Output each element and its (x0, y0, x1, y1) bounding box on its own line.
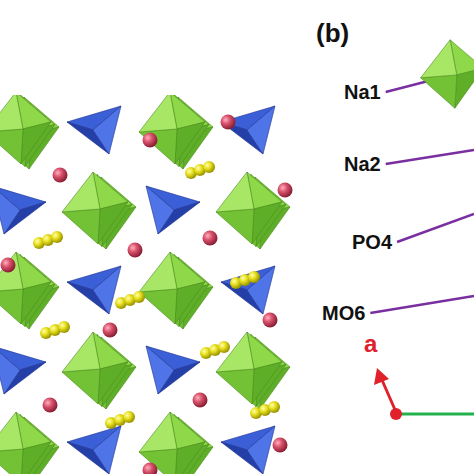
sodium-sphere (218, 341, 230, 353)
panel-b-figure (370, 40, 474, 420)
octahedron-face (21, 122, 51, 164)
octahedron-face (0, 129, 23, 164)
octahedron-face (252, 362, 282, 404)
sodium-sphere (123, 411, 135, 423)
sodium-sphere (221, 115, 236, 130)
sodium-sphere (278, 183, 293, 198)
sodium-sphere (143, 133, 158, 148)
octahedron-face (62, 172, 100, 212)
sodium-sphere (268, 401, 280, 413)
axis-arrow (398, 413, 474, 416)
octahedron-face (216, 332, 254, 372)
sodium-sphere (193, 393, 208, 408)
leader-line (397, 214, 474, 242)
octahedron-face (0, 95, 23, 132)
octahedron-face (21, 282, 51, 324)
sodium-sphere (128, 243, 143, 258)
octahedron-face (252, 202, 282, 244)
tetrahedron-face (0, 186, 20, 234)
sodium-sphere (43, 398, 58, 413)
sodium-sphere (103, 323, 118, 338)
octahedron-face (139, 412, 177, 452)
octahedron-face (62, 332, 100, 372)
octahedron-face (421, 40, 457, 78)
octahedron-face (0, 289, 23, 324)
sodium-sphere (263, 313, 278, 328)
octahedron-face (62, 209, 100, 244)
sodium-sphere (203, 231, 218, 246)
octahedron-face (139, 252, 177, 292)
tetrahedron-face (93, 426, 121, 474)
octahedron-face (98, 202, 128, 244)
sodium-sphere (203, 161, 215, 173)
sodium-sphere (1, 258, 16, 273)
tetrahedron-face (247, 426, 275, 474)
octahedron-face (62, 369, 100, 404)
octahedron-face (0, 252, 23, 292)
structure-view (0, 95, 293, 474)
octahedron-face (421, 75, 457, 108)
site-label: Na2 (344, 154, 381, 174)
leader-line (386, 150, 474, 164)
tetrahedron-face (247, 266, 275, 314)
arrow-head (374, 368, 389, 385)
octahedron-face (98, 362, 128, 404)
panel-label: (b) (316, 20, 349, 46)
sodium-sphere (133, 291, 145, 303)
octahedron-face (175, 282, 205, 324)
axis-arrow (382, 380, 396, 412)
octahedron-face (455, 68, 474, 108)
octahedron-face (175, 122, 205, 164)
site-label: Na1 (344, 82, 381, 102)
sodium-sphere (58, 321, 70, 333)
tetrahedron-face (0, 346, 20, 394)
tetrahedron-face (247, 106, 275, 154)
octahedron-face (139, 449, 177, 474)
sodium-sphere (143, 463, 158, 474)
octahedron-face (139, 289, 177, 324)
octahedron-face (139, 95, 177, 132)
axis-indicator (374, 368, 474, 420)
octahedron-face (216, 369, 254, 404)
axis-label: a (364, 332, 377, 356)
tetrahedron-face (146, 346, 174, 394)
octahedron-face (0, 449, 23, 474)
polyhedron-label: MO6 (322, 303, 365, 323)
leader-line (370, 296, 474, 313)
sodium-sphere (248, 271, 260, 283)
tetrahedron-face (93, 106, 121, 154)
sodium-sphere (273, 438, 288, 453)
sodium-sphere (51, 231, 63, 243)
octahedron-face (216, 209, 254, 244)
octahedron-face (139, 129, 177, 164)
axis-origin (390, 408, 402, 420)
octahedron-face (175, 442, 205, 474)
octahedron-face (21, 442, 51, 474)
sodium-sphere (53, 168, 68, 183)
polyhedron-label: PO4 (352, 232, 392, 252)
octahedron-face (216, 172, 254, 212)
octahedron-face (0, 412, 23, 452)
tetrahedron-face (146, 186, 174, 234)
